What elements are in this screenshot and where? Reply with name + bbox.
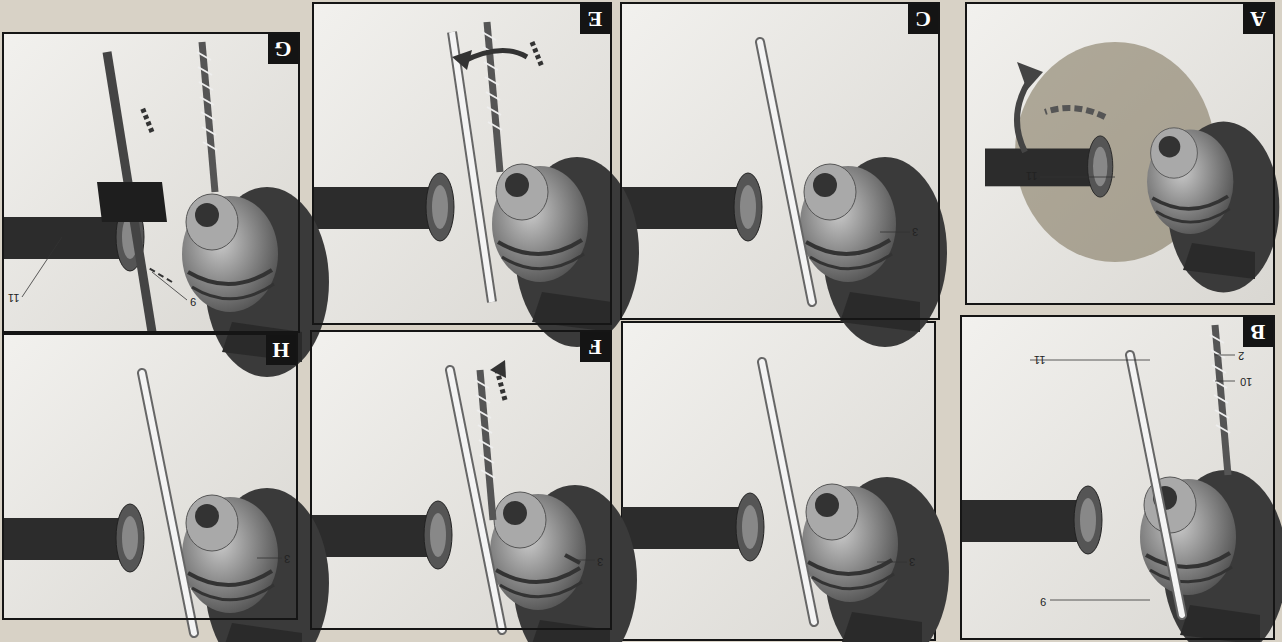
figure-panel: F (310, 330, 612, 630)
callout-number: 11 (1034, 354, 1045, 365)
figure-panel: E (312, 2, 612, 325)
panel-letter: H (266, 335, 296, 365)
panel-letter: F (580, 332, 610, 362)
figure-panel: C (620, 2, 940, 320)
callout-number: 9 (190, 296, 196, 307)
callout-number: 10 (1240, 376, 1252, 387)
callout-number: 3 (597, 556, 603, 567)
callout-number: 9 (1040, 596, 1046, 607)
figure-panel: B (960, 315, 1275, 640)
callout-number: 11 (1026, 170, 1037, 181)
callout-number: 3 (912, 226, 918, 237)
panel-letter: A (1243, 4, 1273, 34)
panel-letter: C (908, 4, 938, 34)
panel-letter: G (268, 34, 298, 64)
callout-number: 11 (8, 292, 19, 303)
figure-panel: H (2, 333, 298, 620)
panel-letter: E (580, 4, 610, 34)
figure-panel: G (2, 32, 300, 333)
callout-number: 3 (909, 556, 915, 567)
callout-number: 3 (284, 553, 290, 564)
panel-letter: B (1243, 317, 1273, 347)
figure-panel: A (965, 2, 1275, 305)
callout-number: 2 (1238, 350, 1244, 361)
